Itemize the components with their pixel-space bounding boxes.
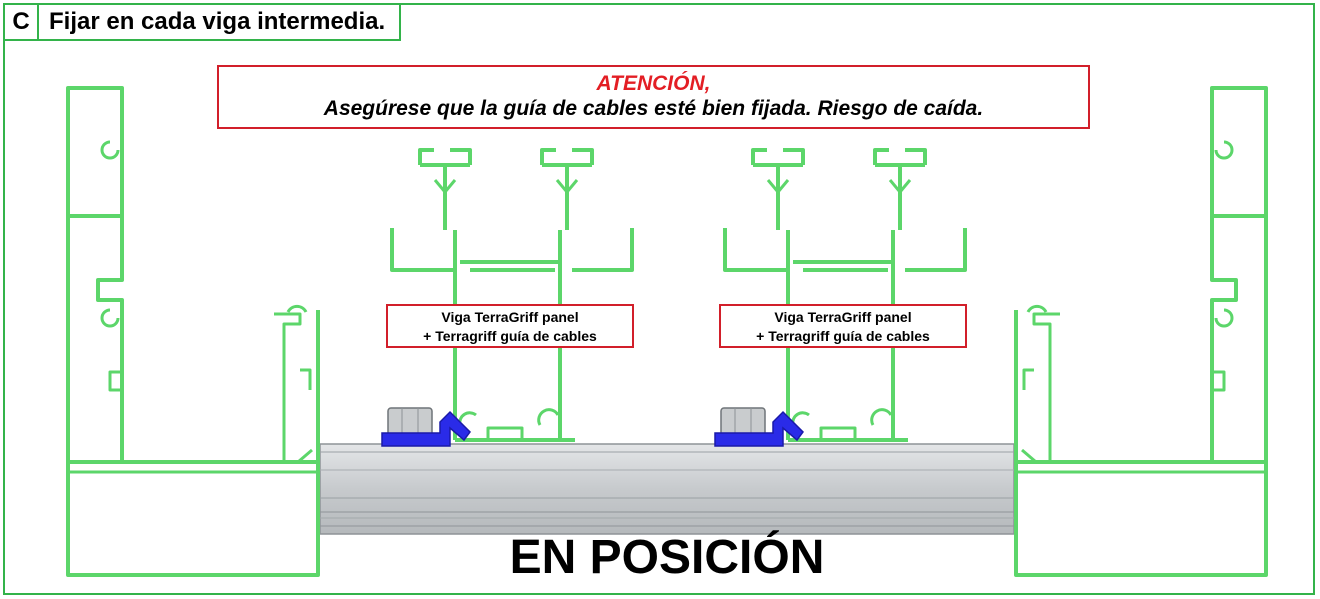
left-end-profile <box>66 86 320 577</box>
right-end-profile <box>1014 86 1268 577</box>
warning-message: Asegúrese que la guía de cables esté bie… <box>323 97 984 120</box>
component-label-2-line1: Viga TerraGriff panel <box>774 309 912 325</box>
clamp-bolt-2 <box>720 407 766 437</box>
component-label-1-line2: + Terragriff guía de cables <box>423 328 597 344</box>
status-caption: EN POSICIÓN <box>509 531 825 584</box>
cable-guide-assembly-2 <box>714 148 967 447</box>
mounting-rail <box>319 443 1015 535</box>
warning-box: ATENCIÓN, Asegúrese que la guía de cable… <box>217 65 1090 129</box>
warning-title: ATENCIÓN, <box>596 72 711 95</box>
diagram-frame <box>3 3 1315 595</box>
clamp-2 <box>714 410 804 447</box>
step-instruction: Fijar en cada viga intermedia. <box>39 5 402 41</box>
clamp-bolt-1 <box>387 407 433 437</box>
clamp-1 <box>381 410 471 447</box>
component-label-2-line2: + Terragriff guía de cables <box>756 328 930 344</box>
step-letter: C <box>5 5 39 41</box>
cable-guide-assembly-1 <box>381 148 634 447</box>
component-label-1-line1: Viga TerraGriff panel <box>441 309 579 325</box>
component-label-1: Viga TerraGriff panel + Terragriff guía … <box>386 304 634 348</box>
component-label-2: Viga TerraGriff panel + Terragriff guía … <box>719 304 967 348</box>
